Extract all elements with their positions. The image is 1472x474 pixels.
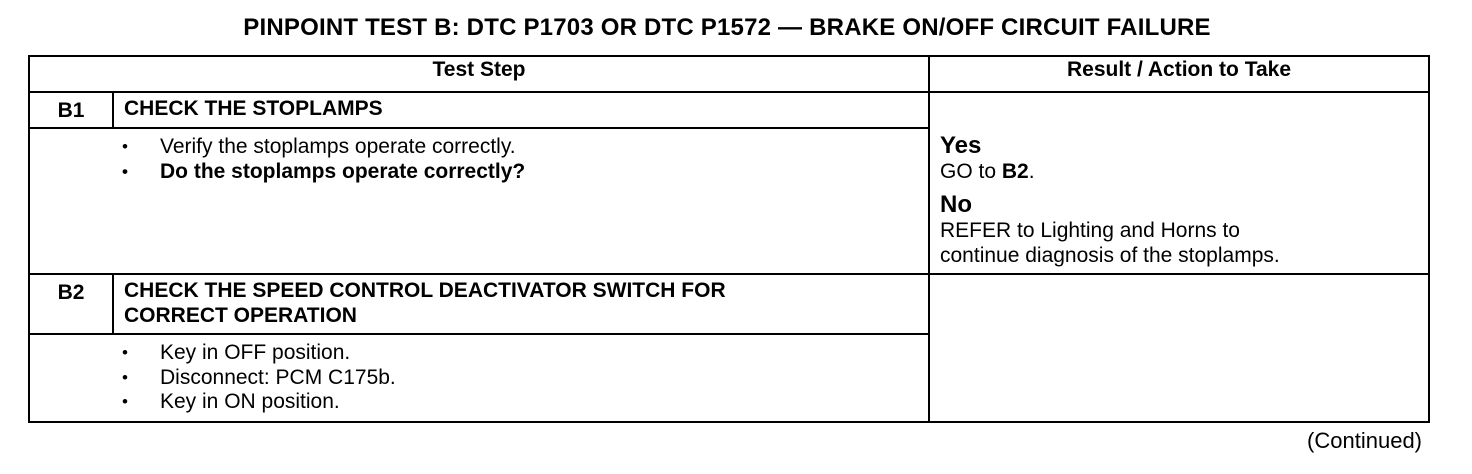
table-header-row: Test Step Result / Action to Take — [28, 55, 1430, 93]
result-no-action-line1: REFER to Lighting and Horns to — [940, 219, 1240, 242]
step-b1-title: CHECK THE STOPLAMPS — [112, 91, 930, 129]
step-b1-instructions: Verify the stoplamps operate correctly. … — [28, 127, 930, 275]
step-b2-result-cell — [928, 273, 1430, 423]
page-title: PINPOINT TEST B: DTC P1703 OR DTC P1572 … — [243, 14, 1211, 41]
step-b2-bullet: Disconnect: PCM C175b. — [30, 366, 928, 391]
step-b2-title-line2: CORRECT OPERATION — [124, 304, 357, 327]
test-step-column-header: Test Step — [28, 55, 930, 93]
result-yes-label: Yes — [940, 132, 982, 159]
continued-note: (Continued) — [1307, 428, 1422, 453]
pinpoint-test-table: Test Step Result / Action to Take B1 CHE… — [28, 55, 1430, 423]
result-column-header: Result / Action to Take — [928, 55, 1430, 93]
step-id-b1: B1 — [28, 91, 114, 129]
step-b2-title-row: B2 CHECK THE SPEED CONTROL DEACTIVATOR S… — [28, 273, 1430, 423]
result-no-label: No — [940, 191, 972, 218]
step-b1-result-cell: Yes GO to B2. No REFER to Lighting and H… — [928, 91, 1430, 275]
step-b2-body-row: Key in OFF position. Disconnect: PCM C17… — [28, 333, 1429, 423]
step-b2-bullet: Key in ON position. — [30, 390, 928, 415]
step-id-b2: B2 — [28, 273, 114, 335]
result-no-action-line2: continue diagnosis of the stoplamps. — [940, 244, 1280, 267]
result-yes-prefix: GO to — [940, 160, 1002, 183]
step-b2-title-line1: CHECK THE SPEED CONTROL DEACTIVATOR SWIT… — [124, 279, 726, 302]
step-b1-bullet: Verify the stoplamps operate correctly. — [30, 135, 928, 160]
step-b2-instructions: Key in OFF position. Disconnect: PCM C17… — [28, 333, 930, 423]
step-b2-title: CHECK THE SPEED CONTROL DEACTIVATOR SWIT… — [112, 273, 930, 335]
result-yes-action: GO to B2. — [940, 159, 1418, 184]
result-yes-ref-b2: B2 — [1001, 160, 1029, 183]
step-b2-bullet: Key in OFF position. — [30, 341, 928, 366]
step-b1-body-row: Verify the stoplamps operate correctly. … — [28, 127, 1429, 275]
step-b1-question: Do the stoplamps operate correctly? — [30, 160, 928, 185]
result-yes-suffix: . — [1028, 160, 1035, 183]
step-b1-title-row: B1 CHECK THE STOPLAMPS Yes GO to B2. No … — [28, 91, 1430, 275]
